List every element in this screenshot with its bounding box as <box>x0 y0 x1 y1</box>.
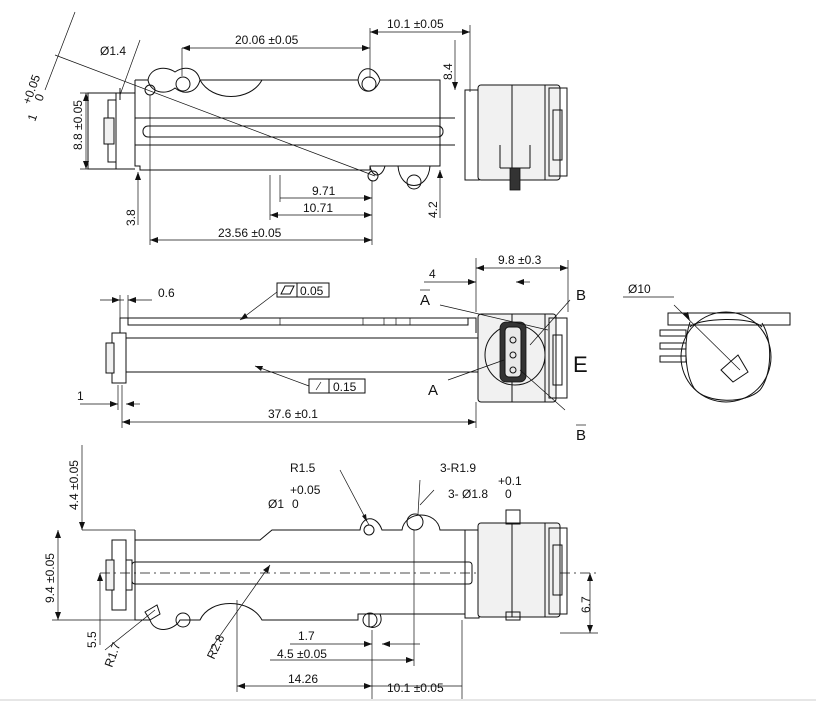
hole1-tol-lower: 0 <box>292 497 299 511</box>
dim-0-6: 0.6 <box>158 286 175 300</box>
side-view: 0.6 0.05 0.15 1 37.6 ±0.1 4 9.8 ±0.3 A B… <box>77 253 588 444</box>
dim-4-5: 4.5 ±0.05 <box>277 647 327 661</box>
dim-9-4: 9.4 ±0.05 <box>43 553 57 603</box>
dim-3-8: 3.8 <box>124 209 138 226</box>
r1-5-label: R1.5 <box>290 461 316 475</box>
dim-1: 1 <box>77 389 84 403</box>
flatness-label: 0.05 <box>300 284 324 298</box>
runout-label: 0.15 <box>333 380 357 394</box>
angle-tol-lower: 0 <box>32 92 48 103</box>
angle-value: 1 <box>25 112 41 123</box>
overall-length-label: 37.6 ±0.1 <box>268 407 318 421</box>
view-e-label: E <box>573 352 588 377</box>
dim-1-7: 1.7 <box>298 629 315 643</box>
motor-width-label: 9.8 ±0.3 <box>498 253 542 267</box>
height-8-4-label: 8.4 <box>441 63 455 80</box>
dim-14-26: 14.26 <box>288 672 318 686</box>
r1-7-label: R1.7 <box>102 640 124 669</box>
bottom-view: R1.5 3-R1.9 +0.05 Ø1 0 +0.1 3- Ø1.8 0 4.… <box>43 445 600 700</box>
hole3-label: 3- Ø1.8 <box>448 487 488 501</box>
side-height-label: 8.8 ±0.05 <box>71 100 85 150</box>
hole1-label: Ø1 <box>268 497 284 511</box>
scroll-edge <box>0 699 816 701</box>
hole-dia-label: Ø1.4 <box>100 44 126 58</box>
section-b-top: B <box>576 287 586 304</box>
dim-5-5: 5.5 <box>85 631 99 648</box>
hole-spacing-label: 20.06 ±0.05 <box>235 33 299 47</box>
top-view: Ø1.4 20.06 ±0.05 10.1 ±0.05 8.4 8.8 ±0.0… <box>20 11 568 245</box>
dim-23-56: 23.56 ±0.05 <box>218 226 282 240</box>
dim-4-4: 4.4 ±0.05 <box>67 460 81 510</box>
section-a-bottom: A <box>428 382 438 399</box>
three-r1-9-label: 3-R1.9 <box>440 461 476 475</box>
dim-4: 4 <box>429 267 436 281</box>
dim-10-71: 10.71 <box>303 201 333 215</box>
dim-6-7: 6.7 <box>579 596 593 613</box>
r2-8-label: R2.8 <box>204 632 228 661</box>
dim-10-1-bottom: 10.1 ±0.05 <box>387 681 444 695</box>
section-b-bottom: B <box>576 427 586 444</box>
end-view-dia: Ø10 <box>628 282 651 296</box>
hole3-tol-lower: 0 <box>505 487 512 501</box>
end-view: Ø10 <box>623 282 791 403</box>
dim-9-71: 9.71 <box>312 184 336 198</box>
hole1-tol-upper: +0.05 <box>290 483 321 497</box>
dim-4-2: 4.2 <box>426 201 440 218</box>
motor-offset-label: 10.1 ±0.05 <box>387 17 444 31</box>
section-a-top: A <box>420 292 430 309</box>
hole3-tol-upper: +0.1 <box>498 474 522 488</box>
